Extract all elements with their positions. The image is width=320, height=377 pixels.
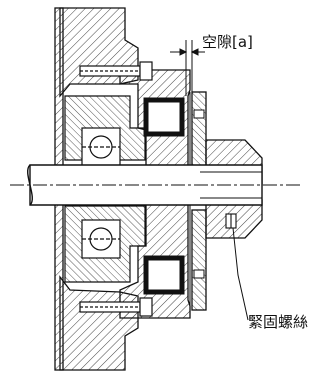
ball-bearing-bottom <box>81 219 121 259</box>
set-screw-leader <box>232 227 249 321</box>
set-screw-label: 緊固螺絲 <box>248 313 309 331</box>
bolt-top <box>79 61 153 81</box>
gap-label: 空隙[a] <box>202 33 253 51</box>
bolt-bottom <box>79 297 153 317</box>
coil-top <box>143 97 185 137</box>
set-screw <box>225 213 237 229</box>
gap-dimension <box>170 40 205 96</box>
coil-bottom <box>143 255 185 295</box>
ball-bearing-top <box>81 127 121 167</box>
shaft <box>27 164 263 206</box>
small-screws <box>193 109 205 279</box>
